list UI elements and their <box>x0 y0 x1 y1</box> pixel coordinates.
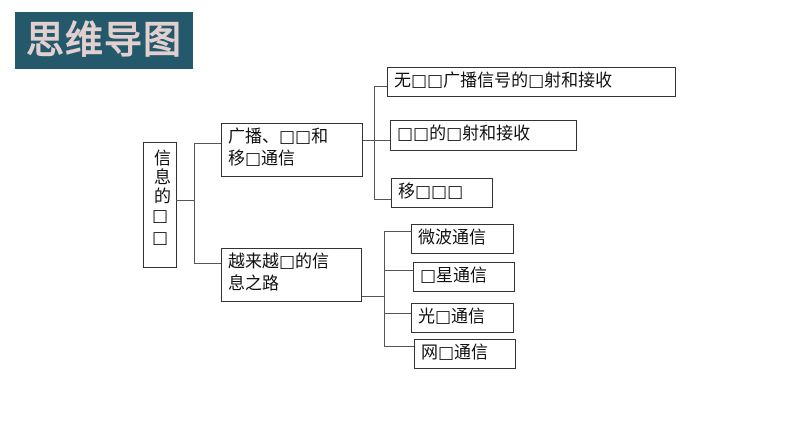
leaf-node: 无□□广播信号的□射和接收 <box>387 67 676 97</box>
mind-map-title: 思维导图 <box>15 12 193 69</box>
connector <box>176 200 194 201</box>
connector <box>194 143 221 144</box>
connector <box>374 86 387 87</box>
leaf-node: 光□通信 <box>411 303 514 333</box>
connector <box>374 199 391 200</box>
connector <box>363 140 390 141</box>
leaf-node: □星通信 <box>413 262 515 292</box>
connector <box>374 86 375 200</box>
leaf-node: □□的□射和接收 <box>390 120 577 151</box>
connector <box>384 231 411 232</box>
connector <box>384 313 411 314</box>
branch-node-broadcast: 广播、□□和 移□通信 <box>221 123 363 177</box>
root-node: 信息的□□ <box>143 142 177 268</box>
connector <box>362 296 384 297</box>
connector <box>194 143 195 263</box>
branch-label-line: 广播、□□和 <box>228 127 329 147</box>
connector <box>384 231 385 347</box>
leaf-node: 微波通信 <box>411 224 514 254</box>
branch-label-line: 越来越□的信 <box>228 252 330 272</box>
leaf-node: 网□通信 <box>414 339 516 369</box>
connector <box>384 346 414 347</box>
connector <box>384 270 413 271</box>
branch-node-info-road: 越来越□的信 息之路 <box>221 248 362 302</box>
branch-label-line: 移□通信 <box>228 149 296 169</box>
leaf-node: 移□□□ <box>391 178 493 208</box>
connector <box>194 263 221 264</box>
branch-label-line: 息之路 <box>228 274 279 294</box>
